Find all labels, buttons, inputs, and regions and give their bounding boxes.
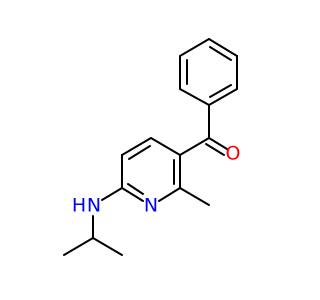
bond	[101, 187, 123, 201]
bond	[179, 38, 210, 57]
isopropylamine-group	[63, 187, 123, 256]
phenyl-ring	[179, 38, 238, 106]
double-bond-inner	[209, 84, 232, 98]
bond	[208, 88, 238, 106]
methyl-bond	[179, 187, 210, 206]
bond	[179, 88, 210, 106]
bond	[121, 137, 152, 156]
bond	[158, 187, 181, 202]
amine-nitrogen-label: N	[87, 195, 101, 217]
pyridine-ring	[121, 137, 210, 202]
double-bond	[208, 137, 228, 150]
bond	[150, 137, 181, 156]
double-bond-inner	[127, 183, 144, 195]
bond	[179, 137, 210, 156]
molecule-canvas: O N H N	[63, 38, 241, 256]
oxygen-label: O	[226, 143, 241, 165]
bond	[208, 38, 238, 57]
ring-nitrogen-label: N	[144, 195, 158, 217]
double-bond	[205, 143, 225, 156]
bond	[121, 187, 144, 202]
double-bond-inner	[128, 145, 151, 160]
structure-diagram: O N H N	[63, 38, 241, 256]
carbonyl-group	[205, 104, 228, 156]
amine-hydrogen-label: H	[72, 195, 86, 217]
double-bond-inner	[209, 46, 232, 61]
bond	[92, 237, 123, 256]
bond	[63, 237, 94, 256]
